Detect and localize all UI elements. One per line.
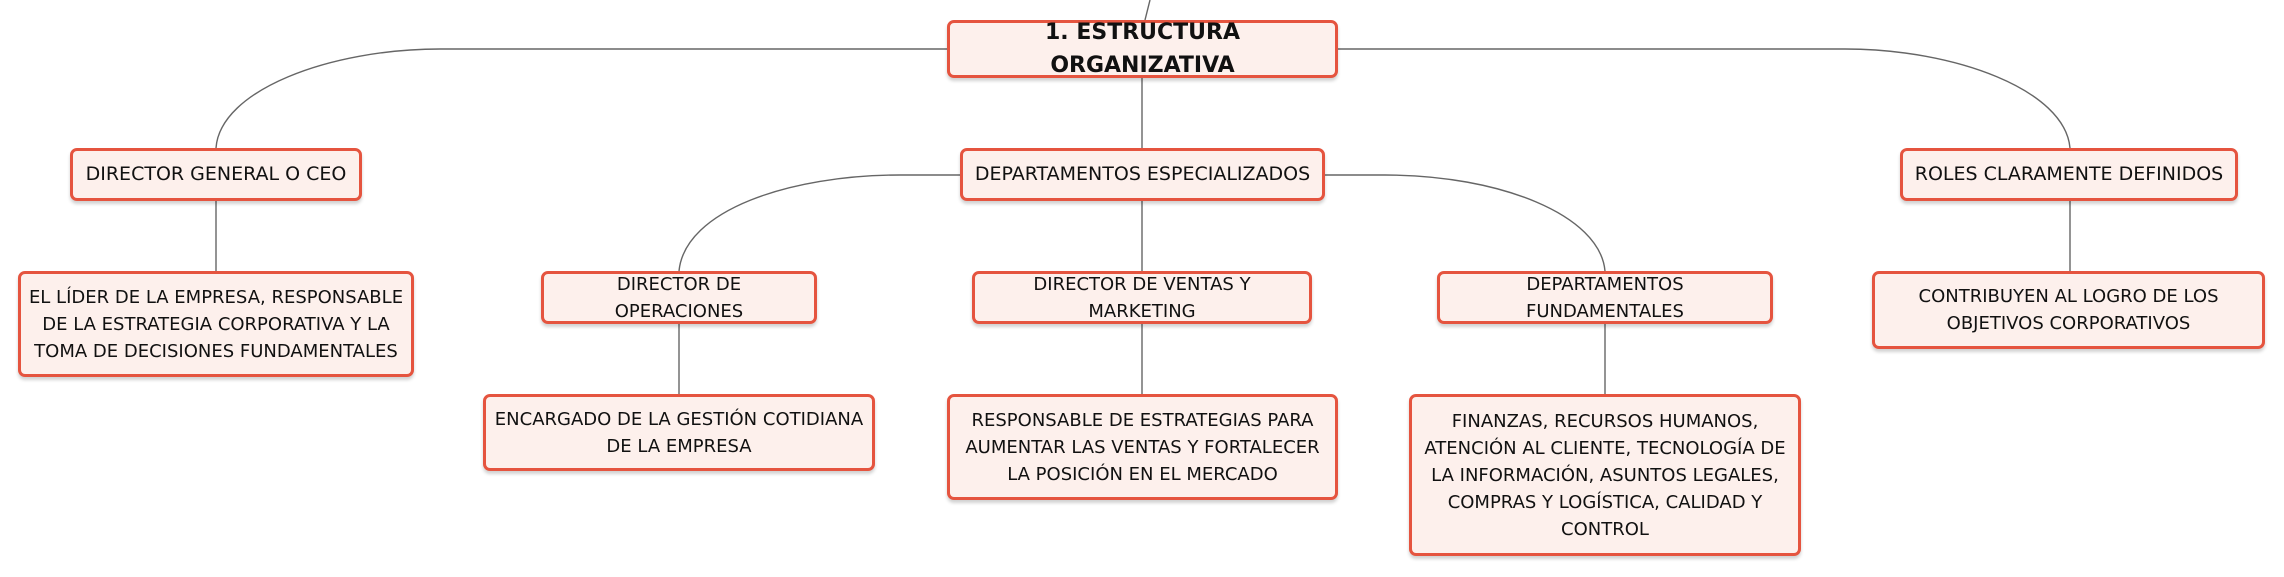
root-node-label: 1. ESTRUCTURA ORGANIZATIVA	[1045, 20, 1240, 78]
departamentos-label: DEPARTAMENTOS ESPECIALIZADOS	[974, 163, 1311, 186]
dep-fundamentales-desc-node[interactable]: FINANZAS, RECURSOS HUMANOS, ATENCIÓN AL …	[1409, 394, 1801, 556]
roles-node[interactable]: ROLES CLARAMENTE DEFINIDOS	[1900, 148, 2238, 201]
connector-root-to-director-general	[215, 48, 947, 149]
dir-ventas-desc-node[interactable]: RESPONSABLE DE ESTRATEGIAS PARA AUMENTAR…	[947, 394, 1338, 500]
root-node[interactable]: 1. ESTRUCTURA ORGANIZATIVA	[947, 20, 1338, 78]
roles-desc-label: CONTRIBUYEN AL LOGRO DE LOS OBJETIVOS CO…	[1918, 286, 2219, 334]
roles-label: ROLES CLARAMENTE DEFINIDOS	[1914, 163, 2224, 186]
director-general-label: DIRECTOR GENERAL O CEO	[85, 163, 347, 186]
connector-root-to-roles	[1338, 48, 2071, 149]
dep-fundamentales-node[interactable]: DEPARTAMENTOS FUNDAMENTALES	[1437, 271, 1773, 324]
dir-operaciones-node[interactable]: DIRECTOR DE OPERACIONES	[541, 271, 817, 324]
dir-ventas-label: DIRECTOR DE VENTAS Y MARKETING	[1033, 273, 1251, 322]
roles-desc-node[interactable]: CONTRIBUYEN AL LOGRO DE LOS OBJETIVOS CO…	[1872, 271, 2265, 349]
dep-fundamentales-desc-label: FINANZAS, RECURSOS HUMANOS, ATENCIÓN AL …	[1424, 410, 1786, 540]
dir-ventas-node[interactable]: DIRECTOR DE VENTAS Y MARKETING	[972, 271, 1312, 324]
connector-departamentos-to-fundamentales	[1325, 174, 1606, 272]
dir-operaciones-label: DIRECTOR DE OPERACIONES	[614, 273, 744, 322]
connector-top-stub	[1144, 0, 1151, 21]
director-general-desc-node[interactable]: EL LÍDER DE LA EMPRESA, RESPONSABLE DE L…	[18, 271, 414, 377]
director-general-desc-label: EL LÍDER DE LA EMPRESA, RESPONSABLE DE L…	[28, 286, 404, 362]
dir-operaciones-desc-label: ENCARGADO DE LA GESTIÓN COTIDIANA DE LA …	[494, 408, 864, 457]
dir-ventas-desc-label: RESPONSABLE DE ESTRATEGIAS PARA AUMENTAR…	[965, 409, 1320, 485]
dep-fundamentales-label: DEPARTAMENTOS FUNDAMENTALES	[1526, 273, 1684, 322]
director-general-node[interactable]: DIRECTOR GENERAL O CEO	[70, 148, 362, 201]
departamentos-node[interactable]: DEPARTAMENTOS ESPECIALIZADOS	[960, 148, 1325, 201]
dir-operaciones-desc-node[interactable]: ENCARGADO DE LA GESTIÓN COTIDIANA DE LA …	[483, 394, 875, 471]
connector-departamentos-to-operaciones	[678, 174, 960, 272]
